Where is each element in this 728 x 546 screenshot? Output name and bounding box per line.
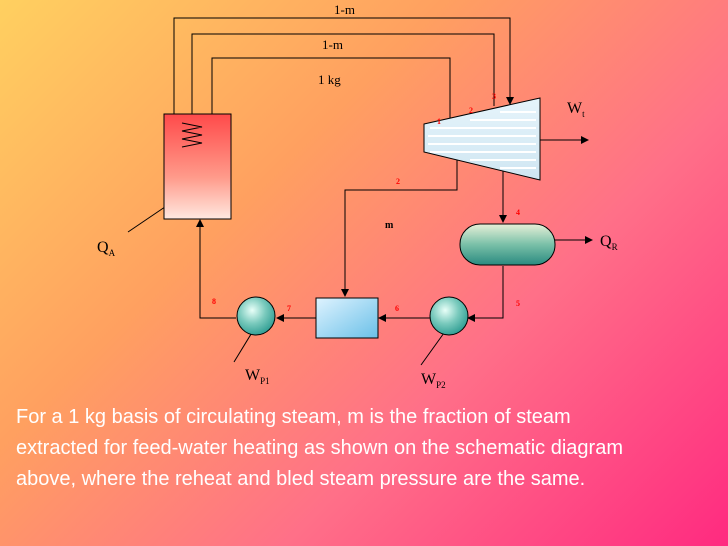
state-point-2-turbine: 2 — [469, 106, 473, 115]
state-point-7: 7 — [287, 304, 291, 313]
state-point-2-bleed: 2 — [396, 177, 400, 186]
condenser-to-pump2-line — [467, 266, 504, 322]
outer-loop-label: 1-m — [334, 2, 355, 17]
inner-loop-line — [211, 57, 451, 120]
state-point-3: 3 — [492, 92, 496, 101]
state-point-1: 1 — [437, 117, 441, 126]
condenser — [459, 223, 556, 266]
feedwater-heater — [315, 297, 379, 339]
state-point-6: 6 — [395, 304, 399, 313]
pump1-work-label: WP1 — [245, 367, 270, 386]
caption-line-3: above, where the reheat and bled steam p… — [16, 468, 586, 490]
pump1-to-boiler-line — [196, 219, 236, 319]
reheat-regenerative-cycle-diagram: 1-m 1-m 1 kg m 1 2 3 2 4 5 6 7 8 Wt QA Q… — [97, 2, 618, 390]
state-point-5: 5 — [516, 299, 520, 308]
bled-steam-label: m — [385, 220, 394, 231]
middle-loop-label: 1-m — [322, 37, 343, 52]
turbine-work-label: Wt — [567, 100, 585, 119]
bleed-line — [341, 150, 458, 297]
middle-loop-line — [191, 33, 495, 120]
state-point-8: 8 — [212, 297, 216, 306]
caption-line-2: extracted for feed-water heating as show… — [16, 437, 623, 459]
pump-2 — [429, 296, 469, 336]
caption-text: For a 1 kg basis of circulating steam, m… — [16, 402, 716, 495]
pump-1 — [236, 296, 276, 336]
heat-added-label: QA — [97, 239, 116, 258]
outer-loop-line — [173, 17, 514, 148]
pump2-work-label: WP2 — [421, 371, 446, 390]
inner-loop-label: 1 kg — [318, 72, 341, 87]
boiler — [163, 113, 232, 220]
heat-rejected-label: QR — [600, 233, 618, 252]
boiler-coil — [181, 122, 203, 148]
state-point-4: 4 — [516, 208, 520, 217]
caption-line-1: For a 1 kg basis of circulating steam, m… — [16, 406, 571, 428]
